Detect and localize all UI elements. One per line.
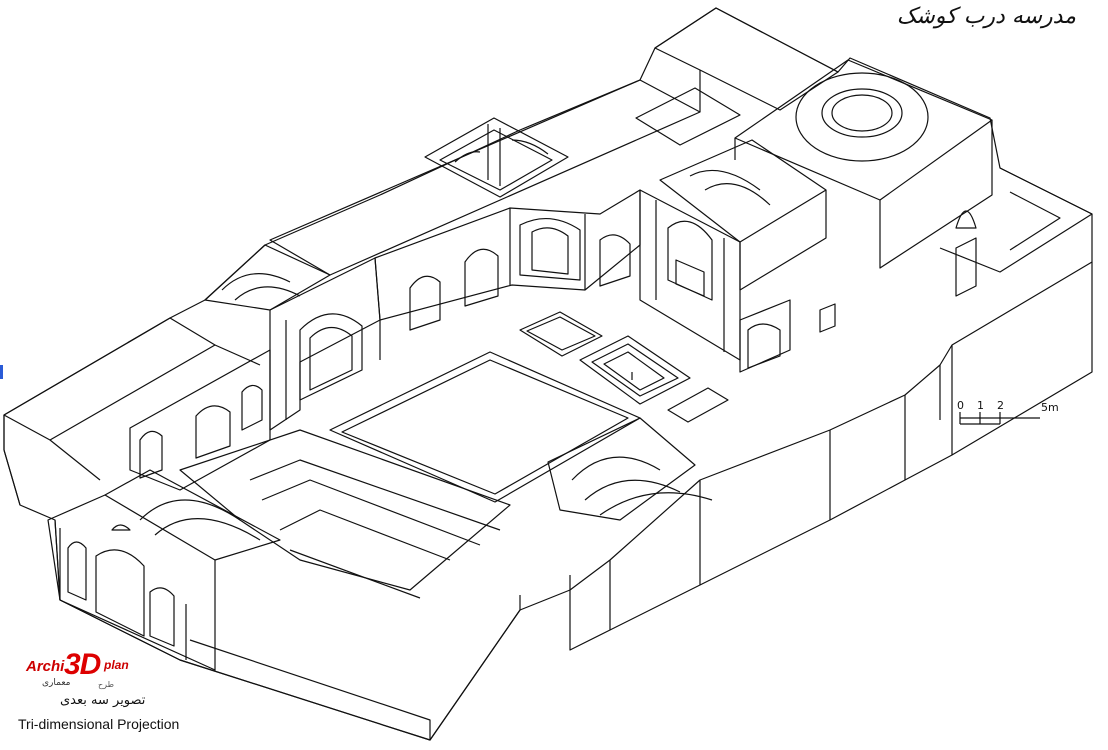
caption-persian: تصویر سه بعدی <box>60 693 146 708</box>
logo-word-archi: Archi <box>26 658 65 675</box>
south-west-gate <box>47 469 281 671</box>
edge-marker <box>0 365 3 379</box>
scale-tick-2: 2 <box>997 399 1004 412</box>
scale-end-label: 5m <box>1041 401 1059 414</box>
drawing-title: مدرسه درب کوشک <box>896 4 1076 29</box>
logo-word-3d: 3D <box>64 648 101 681</box>
dome-block <box>734 59 1093 297</box>
scale-bar-graphic <box>959 412 1040 425</box>
central-courtyard <box>329 311 729 503</box>
north-arcade <box>374 189 641 360</box>
north-east-iwan <box>639 139 827 361</box>
left-low-wing <box>3 317 261 481</box>
logo-subtitle-fa: معماری <box>42 678 71 688</box>
scale-tick-0: 0 <box>957 399 964 412</box>
west-arcade <box>129 349 271 491</box>
archi3dplan-logo: Archi 3D plan معماری طرح <box>26 648 138 690</box>
outer-base-slab <box>3 7 1093 741</box>
scale-bar: 0 1 2 5m <box>955 399 1059 429</box>
south-east-iwan <box>547 299 836 521</box>
scale-tick-1: 1 <box>977 399 984 412</box>
light-well <box>424 117 569 198</box>
south-range <box>179 429 511 599</box>
logo-word-plan: plan <box>104 658 129 672</box>
logo-small-text: طرح <box>98 680 114 689</box>
caption-english: Tri-dimensional Projection <box>18 716 180 732</box>
west-iwan <box>204 244 381 431</box>
